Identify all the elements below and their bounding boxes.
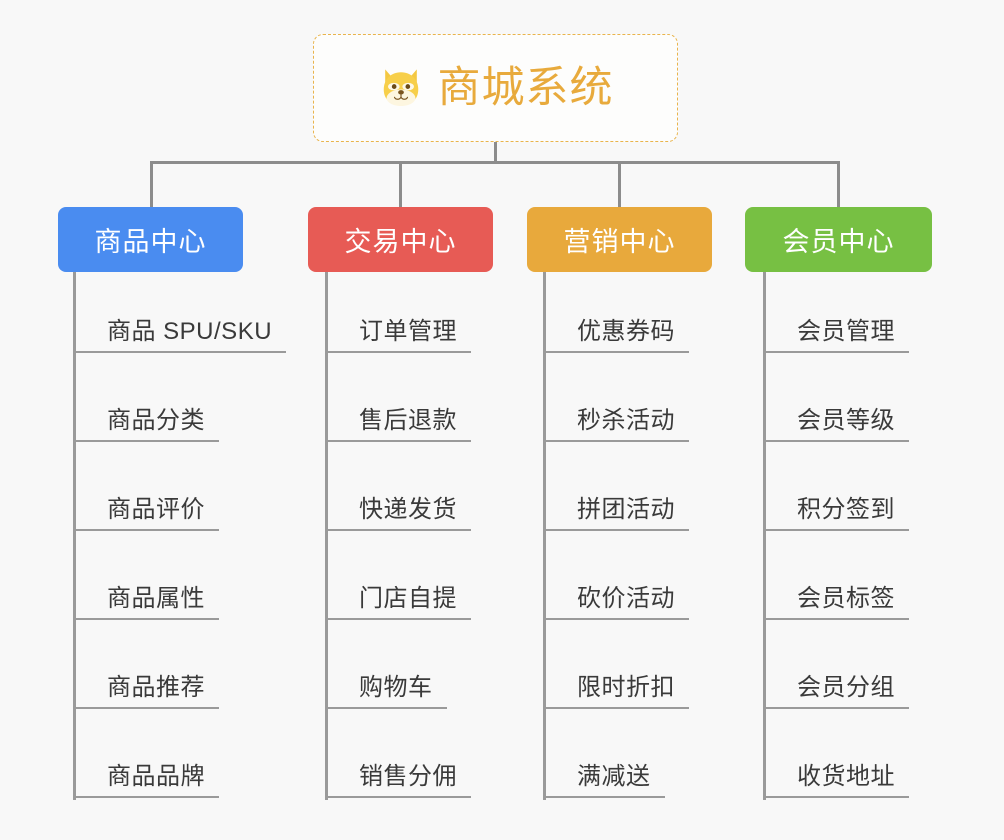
leaf-item[interactable]: 拼团活动 [543, 485, 689, 531]
leaf-label: 商品推荐 [107, 673, 205, 701]
leaf-label: 限时折扣 [577, 673, 675, 701]
connector-drop-marketing-center [618, 161, 621, 208]
leaf-label: 拼团活动 [577, 495, 675, 523]
leaf-underline [543, 796, 665, 798]
leaf-item[interactable]: 满减送 [543, 752, 665, 798]
leaf-underline [543, 529, 689, 531]
leaf-label: 积分签到 [797, 495, 895, 523]
leaf-underline [325, 440, 471, 442]
leaf-label: 门店自提 [359, 584, 457, 612]
leaf-label: 商品评价 [107, 495, 205, 523]
leaf-item[interactable]: 会员管理 [763, 307, 909, 353]
leaf-underline [543, 351, 689, 353]
leaf-item[interactable]: 优惠券码 [543, 307, 689, 353]
leaf-label: 秒杀活动 [577, 406, 675, 434]
leaf-underline [325, 529, 471, 531]
leaf-item[interactable]: 门店自提 [325, 574, 471, 620]
category-header-trade-center[interactable]: 交易中心 [308, 207, 493, 272]
leaf-item[interactable]: 会员等级 [763, 396, 909, 442]
leaf-item[interactable]: 销售分佣 [325, 752, 471, 798]
leaf-item[interactable]: 收货地址 [763, 752, 909, 798]
root-node[interactable]: 商城系统 [313, 34, 678, 142]
leaf-underline [73, 351, 287, 353]
trunk-marketing-center [543, 272, 546, 800]
trunk-product-center [73, 272, 76, 800]
leaf-item[interactable]: 商品品牌 [73, 752, 219, 798]
leaf-label: 购物车 [359, 673, 433, 701]
connector-drop-trade-center [399, 161, 402, 208]
leaf-label: 会员管理 [797, 317, 895, 345]
shiba-dog-face-icon [383, 69, 418, 106]
leaf-item[interactable]: 商品 SPU/SKU [73, 307, 287, 353]
leaf-underline [73, 796, 219, 798]
leaf-underline [325, 351, 471, 353]
leaf-label: 会员分组 [797, 673, 895, 701]
category-title-product-center: 商品中心 [94, 227, 207, 257]
leaf-item[interactable]: 商品推荐 [73, 663, 219, 709]
category-title-marketing-center: 营销中心 [563, 227, 676, 257]
leaf-label: 商品 SPU/SKU [107, 317, 273, 345]
leaf-underline [325, 796, 471, 798]
leaf-label: 满减送 [577, 762, 651, 790]
leaf-underline [73, 529, 219, 531]
leaf-label: 快递发货 [359, 495, 457, 523]
trunk-trade-center [325, 272, 328, 800]
leaf-underline [73, 618, 219, 620]
leaf-item[interactable]: 秒杀活动 [543, 396, 689, 442]
leaf-item[interactable]: 限时折扣 [543, 663, 689, 709]
leaf-item[interactable]: 商品分类 [73, 396, 219, 442]
connector-root-stem [494, 142, 497, 164]
leaf-underline [763, 529, 909, 531]
connector-horizontal-bus [150, 161, 840, 164]
leaf-item[interactable]: 订单管理 [325, 307, 471, 353]
leaf-underline [763, 796, 909, 798]
leaf-label: 商品属性 [107, 584, 205, 612]
category-header-member-center[interactable]: 会员中心 [745, 207, 932, 272]
category-title-trade-center: 交易中心 [344, 227, 457, 257]
leaf-label: 订单管理 [359, 317, 457, 345]
leaf-item[interactable]: 商品属性 [73, 574, 219, 620]
leaf-item[interactable]: 砍价活动 [543, 574, 689, 620]
leaf-underline [543, 707, 689, 709]
leaf-item[interactable]: 快递发货 [325, 485, 471, 531]
leaf-label: 商品分类 [107, 406, 205, 434]
leaf-underline [763, 351, 909, 353]
leaf-underline [763, 440, 909, 442]
leaf-label: 砍价活动 [577, 584, 675, 612]
leaf-underline [73, 440, 219, 442]
leaf-item[interactable]: 会员分组 [763, 663, 909, 709]
leaf-underline [763, 707, 909, 709]
leaf-label: 销售分佣 [359, 762, 457, 790]
leaf-item[interactable]: 商品评价 [73, 485, 219, 531]
leaf-underline [763, 618, 909, 620]
leaf-underline [325, 707, 447, 709]
leaf-label: 优惠券码 [577, 317, 675, 345]
category-header-marketing-center[interactable]: 营销中心 [527, 207, 712, 272]
leaf-underline [543, 440, 689, 442]
leaf-item[interactable]: 会员标签 [763, 574, 909, 620]
leaf-underline [543, 618, 689, 620]
connector-drop-member-center [837, 161, 840, 208]
leaf-item[interactable]: 购物车 [325, 663, 447, 709]
category-title-member-center: 会员中心 [782, 227, 895, 257]
root-title: 商城系统 [437, 63, 614, 112]
trunk-member-center [763, 272, 766, 800]
connector-drop-product-center [150, 161, 153, 208]
leaf-item[interactable]: 售后退款 [325, 396, 471, 442]
leaf-underline [73, 707, 219, 709]
leaf-label: 会员等级 [797, 406, 895, 434]
leaf-label: 收货地址 [797, 762, 895, 790]
category-header-product-center[interactable]: 商品中心 [58, 207, 243, 272]
leaf-label: 商品品牌 [107, 762, 205, 790]
leaf-label: 会员标签 [797, 584, 895, 612]
leaf-label: 售后退款 [359, 406, 457, 434]
leaf-underline [325, 618, 471, 620]
leaf-item[interactable]: 积分签到 [763, 485, 909, 531]
